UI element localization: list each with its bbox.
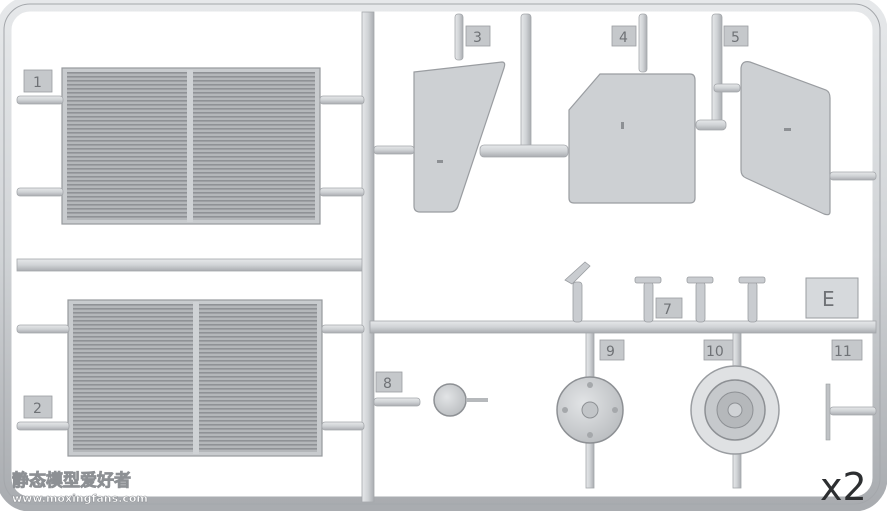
plate-part-3 [413, 61, 506, 213]
plate-part-5 [740, 61, 831, 216]
watermark: 静态模型爱好者 www.moxingfans.com [12, 470, 149, 506]
watermark-url: www.moxingfans.com [12, 492, 148, 505]
gates-left [16, 95, 365, 431]
runners-upper-right [454, 13, 723, 153]
part-number-4: 4 [619, 30, 628, 46]
grille-panel-bottom [67, 299, 323, 457]
part-number-3: 3 [473, 30, 482, 46]
number-tabs [23, 25, 863, 419]
part-number-9: 9 [606, 344, 615, 360]
part-number-5: 5 [731, 30, 740, 46]
part-8-disc [373, 383, 488, 417]
sprue-letter-tag: E [805, 277, 859, 319]
part-number-8: 8 [383, 376, 392, 392]
watermark-chinese: 静态模型爱好者 [12, 470, 131, 491]
part-9-hub [556, 332, 624, 489]
part-number-2: 2 [33, 401, 42, 417]
grille-panel-top [61, 67, 321, 225]
plate-part-4 [568, 73, 696, 204]
quantity-multiplier: x2 [820, 465, 867, 509]
gates-upper-right [373, 83, 877, 181]
lever-parts [564, 261, 766, 323]
part-number-7: 7 [663, 302, 672, 318]
sprue-letter: E [822, 287, 835, 311]
part-number-1: 1 [33, 75, 42, 91]
part-number-11: 11 [834, 344, 852, 360]
part-10-wheel [690, 332, 780, 489]
part-number-10: 10 [706, 344, 724, 360]
part-11-bracket [825, 383, 877, 441]
